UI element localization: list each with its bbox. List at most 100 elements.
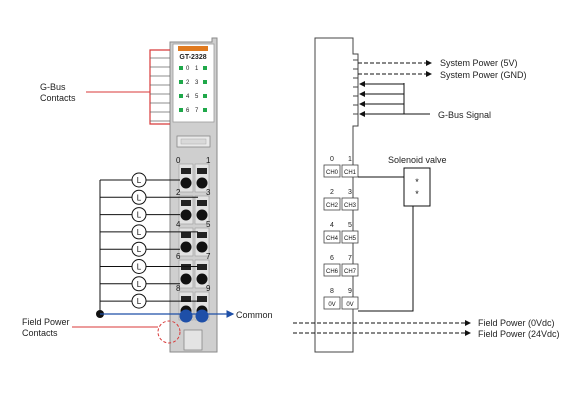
solenoid-valve-label: Solenoid valve: [388, 155, 447, 165]
field-power-highlight-circle: [157, 320, 181, 344]
channel-box: [323, 296, 341, 310]
field-power-contact-2: [195, 309, 209, 323]
terminal-wire-hole[interactable]: [196, 273, 208, 285]
channel-box-label: CH3: [344, 203, 357, 209]
terminal-release[interactable]: [181, 232, 191, 238]
terminal-number: 5: [206, 220, 211, 229]
gbus-step-contacts: [353, 59, 358, 115]
schematic: System Power (5V) System Power (GND) G-B…: [293, 37, 560, 353]
gbus-contacts-callout: G-Bus Contacts: [40, 49, 170, 125]
terminal-wire-hole[interactable]: [180, 209, 192, 221]
channel-number: 5: [348, 222, 352, 229]
load-symbol-label: L: [137, 263, 142, 272]
led-label: 1: [195, 66, 199, 72]
terminal-number: 0: [176, 156, 181, 165]
channel-number: 0: [330, 156, 334, 163]
load-symbol-label: L: [137, 297, 142, 306]
channel-box: [341, 197, 359, 211]
channel-box-label: 0V: [346, 302, 353, 308]
load-symbol-label: L: [137, 280, 142, 289]
terminal-wire-hole[interactable]: [180, 177, 192, 189]
system-power-5v-label: System Power (5V): [440, 58, 518, 68]
channel-box-label: CH0: [326, 170, 339, 176]
led-label: 7: [195, 108, 199, 114]
terminal-number: 3: [206, 188, 211, 197]
channel-box-label: CH6: [326, 269, 339, 275]
terminal-wire-hole[interactable]: [180, 273, 192, 285]
terminal-release[interactable]: [197, 200, 207, 206]
channel-number: 9: [348, 288, 352, 295]
terminal-number: 4: [176, 220, 181, 229]
field-power-contacts-callout: Field Power Contacts: [22, 309, 209, 344]
load-symbol-label: L: [137, 176, 142, 185]
led-label: 4: [186, 94, 190, 100]
terminal-release[interactable]: [181, 296, 191, 302]
terminal-release[interactable]: [197, 232, 207, 238]
load-symbol-label: L: [137, 193, 142, 202]
gbus-bracket: [149, 49, 170, 125]
field-power-0vdc-label: Field Power (0Vdc): [478, 318, 555, 328]
channel-box: [341, 263, 359, 277]
field-power-contacts-label-line2: Contacts: [22, 328, 58, 338]
led: [203, 66, 207, 70]
module-model-label: GT-2328: [179, 54, 206, 61]
system-power-gnd-label: System Power (GND): [440, 70, 527, 80]
channel-box: [323, 164, 341, 178]
channel-number: 6: [330, 255, 334, 262]
channel-number: 4: [330, 222, 334, 229]
load-symbol-label: L: [137, 245, 142, 254]
channel-box-label: CH2: [326, 203, 339, 209]
channel-box: [323, 263, 341, 277]
load-symbol-label: L: [137, 228, 142, 237]
terminal-number: 2: [176, 188, 181, 197]
led: [179, 80, 183, 84]
terminal-wire-hole[interactable]: [196, 177, 208, 189]
led: [179, 108, 183, 112]
common-label: Common: [236, 310, 273, 320]
led: [203, 108, 207, 112]
channel-box: [323, 230, 341, 244]
channel-box-label: 0V: [328, 302, 335, 308]
channel-box-label: CH4: [326, 236, 339, 242]
gbus-contact-ticks: [150, 57, 170, 122]
terminal-number: 7: [206, 252, 211, 261]
led: [179, 66, 183, 70]
channel-number: 8: [330, 288, 334, 295]
led-label: 2: [186, 80, 190, 86]
channel-number: 7: [348, 255, 352, 262]
led: [203, 94, 207, 98]
solenoid-valve-box: [403, 167, 431, 207]
terminal-number: 6: [176, 252, 181, 261]
terminal-release[interactable]: [181, 200, 191, 206]
terminal-release[interactable]: [197, 296, 207, 302]
channel-box-label: CH7: [344, 269, 357, 275]
terminal-wire-hole[interactable]: [196, 241, 208, 253]
latch-slot: [180, 138, 207, 145]
led-label: 6: [186, 108, 190, 114]
terminal-wire-hole[interactable]: [180, 241, 192, 253]
terminal-wire-hole[interactable]: [196, 209, 208, 221]
terminal-release[interactable]: [197, 264, 207, 270]
led-label: 0: [186, 66, 190, 72]
solenoid-dot-1: *: [415, 177, 419, 187]
channel-box: [341, 164, 359, 178]
solenoid-dot-2: *: [415, 189, 419, 199]
channel-number: 2: [330, 189, 334, 196]
field-power-24vdc-label: Field Power (24Vdc): [478, 329, 560, 339]
channel-box: [341, 230, 359, 244]
terminal-release[interactable]: [181, 168, 191, 174]
bottom-lever[interactable]: [183, 329, 203, 351]
module-orange-tab: [178, 46, 208, 51]
gbus-signal-label: G-Bus Signal: [438, 110, 491, 120]
terminal-release[interactable]: [197, 168, 207, 174]
terminal-number: 8: [176, 284, 181, 293]
channel-box-label: CH5: [344, 236, 357, 242]
field-power-contacts-label-line1: Field Power: [22, 317, 70, 327]
terminal-number: 1: [206, 156, 211, 165]
led-label: 3: [195, 80, 199, 86]
